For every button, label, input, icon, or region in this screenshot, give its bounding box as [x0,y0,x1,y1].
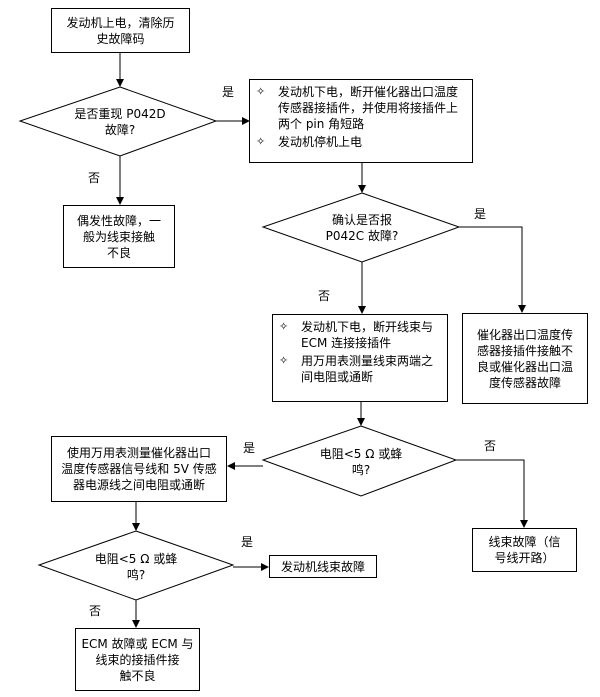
start-box: 发动机上电，清除历 史故障码 [51,8,190,53]
harness-open-box: 线束故障（信 号线开路） [472,528,577,572]
decision-1-text: 是否重现 P042D 故障? [74,107,166,137]
step3-box: ✧ 发动机下电，断开线束与 ECM 连接接插件 ✧ 用万用表测量线束两端之间电阻… [272,314,448,402]
diamond-bullet-icon: ✧ [256,135,266,148]
d3-no-label: 否 [484,439,497,453]
step3-item: ✧ 用万用表测量线束两端之间电阻或通断 [279,353,441,385]
decision-4-text: 电阻<5 Ω 或蜂 鸣? [94,552,178,582]
d2-no-label: 否 [318,289,331,303]
arrow-d2-yes [459,226,526,313]
measure-short-box: 使用万用表测量催化器出口 温度传感器信号线和 5V 传感 器电源线之间电阻或通断 [51,436,227,502]
decision-3-text: 电阻<5 Ω 或蜂 鸣? [319,447,403,477]
decision-diamond-3 [261,425,458,497]
step2-item: ✧ 发动机停机上电 [256,134,466,150]
arrow-d3-no [456,459,528,528]
step2-box: ✧ 发动机下电，断开催化器出口温度传感器接插件，并使用将接插件上两个 pin 角… [249,79,473,163]
diamond-bullet-icon: ✧ [279,320,289,333]
step2-item-text: 发动机下电，断开催化器出口温度传感器接插件，并使用将接插件上两个 pin 角短路 [278,85,459,131]
diamond-bullet-icon: ✧ [279,354,289,367]
d1-no-label: 否 [88,171,101,185]
d3-yes-label: 是 [243,441,256,455]
intermittent-fault-box: 偶发性故障，一 般为线束接触 不良 [63,205,175,268]
step3-item-text: 发动机下电，断开线束与 ECM 连接接插件 [301,320,434,350]
d1-yes-label: 是 [222,85,235,99]
sensor-fault-box: 催化器出口温度传 感器接插件接触不 良或催化器出口温 度传感器故障 [462,313,588,404]
d4-yes-label: 是 [241,535,254,549]
step3-item-text: 用万用表测量线束两端之间电阻或通断 [301,354,434,384]
engine-harness-fault-box: 发动机线束故障 [269,555,377,578]
step2-item: ✧ 发动机下电，断开催化器出口温度传感器接插件，并使用将接插件上两个 pin 角… [256,84,466,132]
ecm-fault-box: ECM 故障或 ECM 与 线束的接插件接 触不良 [75,628,200,691]
step2-item-text: 发动机停机上电 [278,135,363,149]
diamond-bullet-icon: ✧ [256,85,266,98]
d2-yes-label: 是 [474,207,487,221]
d4-no-label: 否 [89,604,102,618]
step3-item: ✧ 发动机下电，断开线束与 ECM 连接接插件 [279,319,441,351]
decision-2-text: 确认是否报 P042C 故障? [325,213,399,243]
